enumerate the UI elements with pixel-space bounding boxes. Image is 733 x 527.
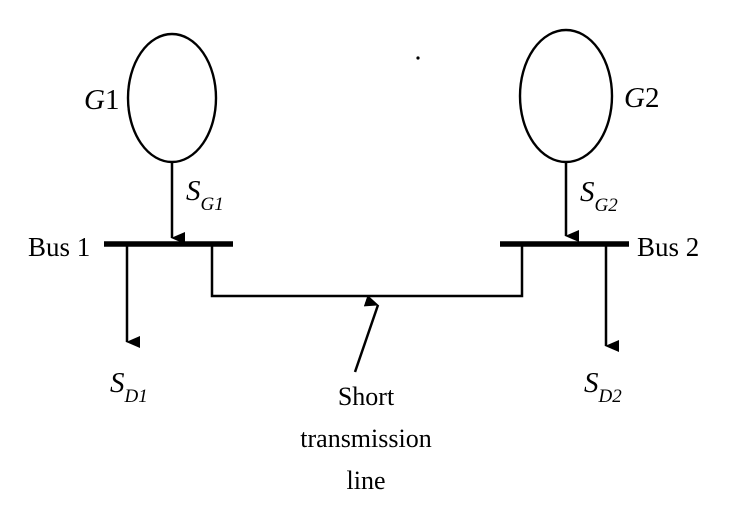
- transmission-line: [210, 244, 524, 298]
- line-pointer-arrow: [353, 295, 380, 373]
- line-caption-line-2: transmission: [300, 424, 431, 453]
- generator-g2-circle: [518, 28, 614, 164]
- line-caption-line-1: Short: [338, 382, 395, 411]
- bus-2-label: Bus 2: [637, 232, 699, 262]
- generator-g1-circle: [126, 32, 218, 164]
- load-d2-label: SD2: [584, 367, 622, 407]
- line-caption-line-3: line: [347, 466, 386, 495]
- generator-g2-label: G2: [624, 82, 659, 114]
- load-d1-label: SD1: [110, 367, 148, 407]
- generator-g2-power-label: SG2: [580, 176, 618, 216]
- scan-speck: [416, 56, 420, 60]
- generator-g1-label: G1: [84, 84, 119, 116]
- generator-g1-power-label: SG1: [186, 175, 224, 215]
- bus-1-label: Bus 1: [28, 232, 90, 262]
